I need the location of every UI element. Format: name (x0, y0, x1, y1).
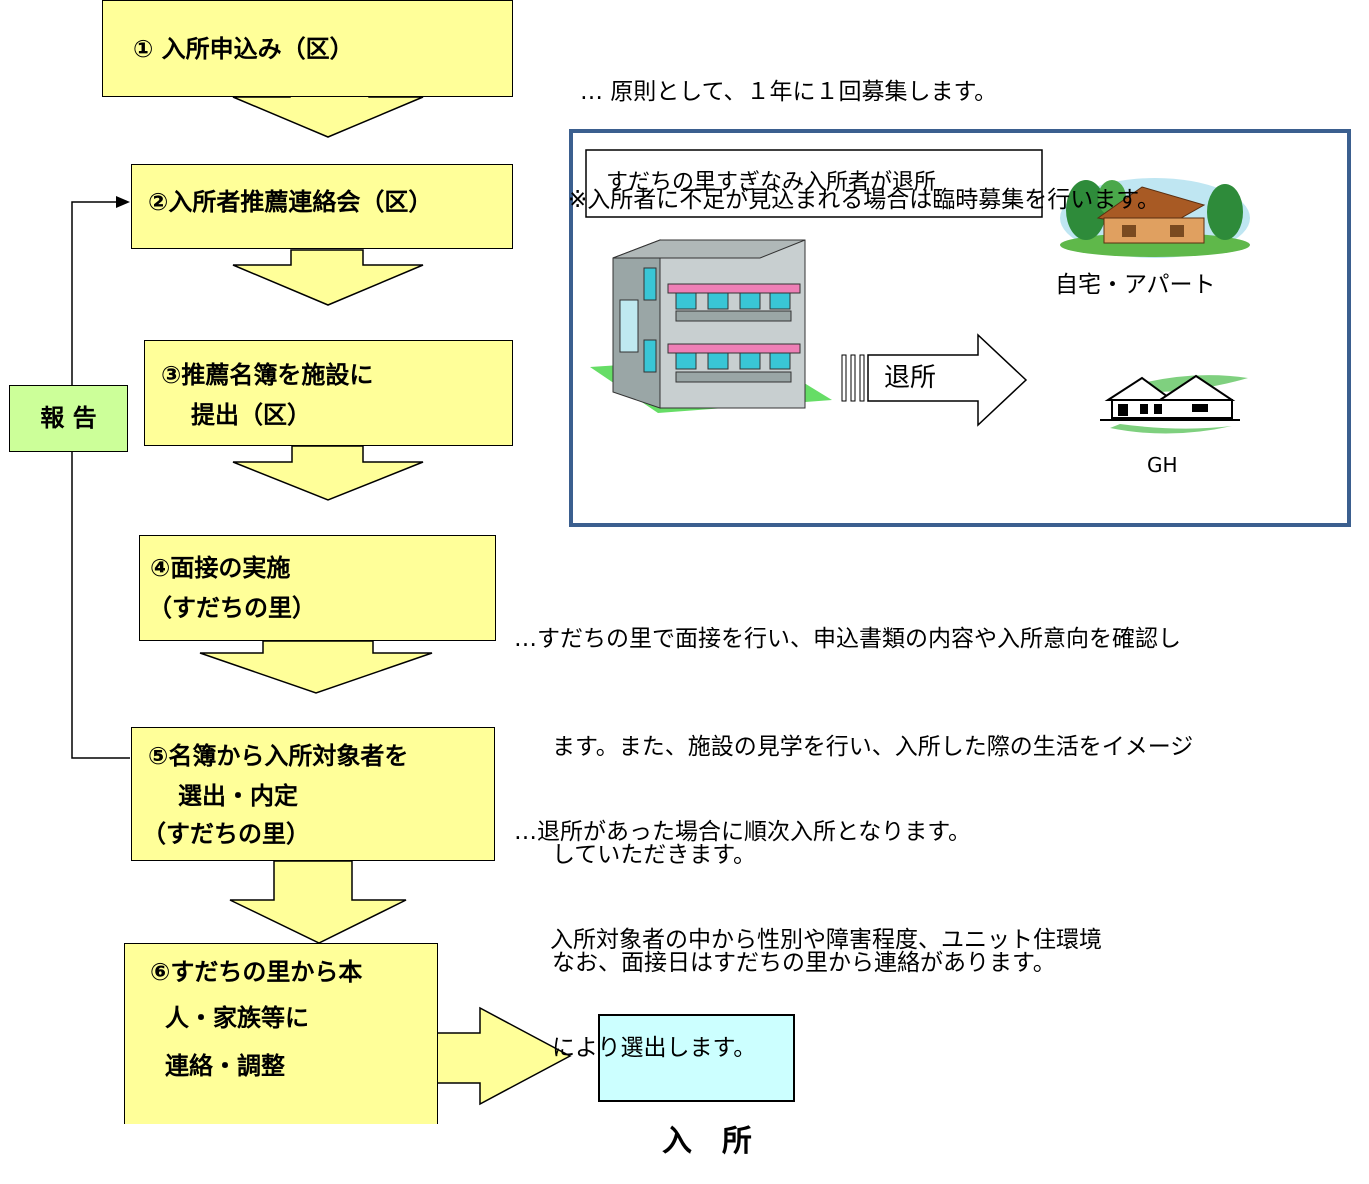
step-2-recommendation-meeting: ②入所者推薦連絡会（区） (131, 164, 513, 249)
step-5-line-1: ⑤名簿から入所対象者を (148, 742, 409, 770)
step-5-line-2: 選出・内定 (178, 782, 298, 810)
exit-label: 退所 (884, 363, 937, 393)
diagram-graphics (71, 82, 1351, 1106)
step-6-line-2: 人・家族等に (165, 1004, 309, 1032)
note-interview-line-4: なお、面接日はすだちの里から連絡があります。 (552, 950, 1056, 976)
down-arrow-5 (229, 860, 407, 944)
panel-caption-box (585, 149, 1043, 218)
panel-caption: すだちの里すぎなみ入所者が退所 (606, 170, 937, 195)
report-label: 報 告 (40, 404, 97, 432)
note-recruitment-line-1: … 原則として、１年に１回募集します。 (580, 79, 998, 105)
step-6-line-1: ⑥すだちの里から本 (150, 958, 363, 986)
step-6-contact-family: ⑥すだちの里から本 人・家族等に 連絡・調整 (124, 943, 438, 1124)
admission-label: 入 所 (661, 1124, 752, 1159)
note-selection-line-1: …退所があった場合に順次入所となります。 (514, 819, 972, 845)
step-2-line-1: ②入所者推薦連絡会（区） (148, 188, 433, 216)
gh-label: GH (1147, 453, 1178, 477)
group-home-illustration (1100, 374, 1248, 434)
note-selection-line-2: 入所対象者の中から性別や障害程度、ユニット住環境 (550, 927, 1102, 953)
note-interview-line-3: していただきます。 (552, 842, 757, 868)
note-selection-line-3: により選出します。 (552, 1035, 757, 1061)
note-recruitment-line-2: ※入所者に不足が見込まれる場合は臨時募集を行います。 (568, 187, 1160, 213)
report-box: 報 告 (9, 385, 128, 452)
step-3-submit-list: ③推薦名簿を施設に 提出（区） (144, 340, 513, 446)
house-illustration (1060, 178, 1250, 258)
home-label: 自宅・アパート (1055, 272, 1216, 298)
step-4-line-2: （すだちの里） (148, 594, 316, 622)
step-3-line-1: ③推薦名簿を施設に (161, 361, 374, 389)
report-feedback-line (71, 201, 130, 759)
exit-panel (569, 129, 1351, 527)
note-recruitment: … 原則として、１年に１回募集します。 ※入所者に不足が見込まれる場合は臨時募集… (568, 2, 1160, 254)
step-4-interview: ④面接の実施 （すだちの里） (139, 535, 496, 641)
down-arrow-2 (232, 249, 424, 306)
building-illustration (590, 239, 832, 413)
step-1-application: ① 入所申込み（区） (102, 0, 513, 97)
exit-arrow (841, 333, 1028, 427)
note-interview-line-2: ます。また、施設の見学を行い、入所した際の生活をイメージ (552, 734, 1194, 760)
report-arrowhead (116, 196, 130, 208)
step-6-line-3: 連絡・調整 (165, 1052, 285, 1080)
note-interview: …すだちの里で面接を行い、申込書類の内容や入所意向を確認し ます。また、施設の見… (514, 549, 1193, 1017)
note-selection: …退所があった場合に順次入所となります。 入所対象者の中から性別や障害程度、ユニ… (514, 742, 1102, 1102)
down-arrow-3 (232, 445, 424, 501)
step-5-line-3: （すだちの里） (142, 820, 310, 848)
down-arrow-4 (199, 640, 433, 694)
note-interview-line-1: …すだちの里で面接を行い、申込書類の内容や入所意向を確認し (514, 626, 1181, 652)
step-5-selection: ⑤名簿から入所対象者を 選出・内定 （すだちの里） (131, 727, 495, 861)
step-1-line-1: ① 入所申込み（区） (133, 35, 354, 63)
right-arrow-final (436, 1006, 572, 1106)
step-3-line-2: 提出（区） (191, 401, 311, 429)
admission-box: 入 所 (598, 1014, 795, 1159)
step-4-line-1: ④面接の実施 (150, 554, 291, 582)
